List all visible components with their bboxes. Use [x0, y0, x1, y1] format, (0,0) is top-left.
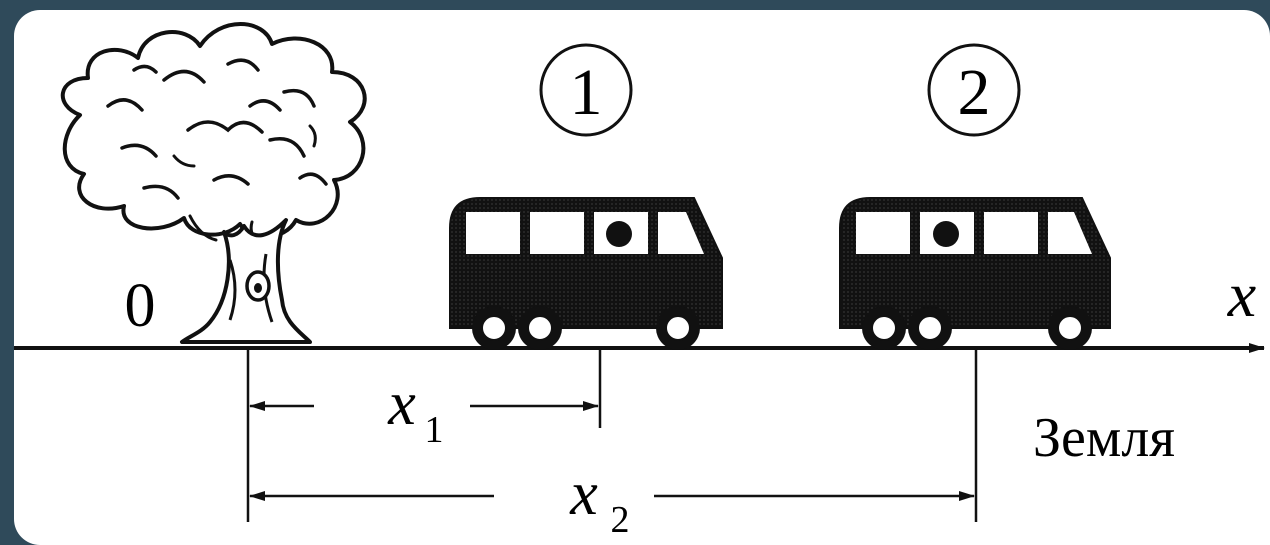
- distance-x1-label: x: [387, 370, 416, 438]
- distance-x2: x 2: [249, 460, 975, 541]
- diagram-frame: 1 2 0 x x 1 x 2 Земля: [14, 10, 1270, 545]
- distance-x1: x 1: [249, 370, 599, 451]
- diagram-canvas: 1 2 0 x x 1 x 2 Земля: [14, 22, 1265, 541]
- bus-1-number-circle: [539, 43, 633, 137]
- distance-x2-label: x: [569, 460, 598, 528]
- distance-x2-subscript: 2: [611, 499, 630, 541]
- bus-2-icon: [839, 197, 1111, 350]
- bus-2-number: 2: [958, 56, 991, 129]
- origin-label: 0: [125, 272, 156, 340]
- bus-2-number-circle: [927, 43, 1021, 137]
- axis-label: x: [1227, 259, 1256, 330]
- tree-icon: [60, 22, 367, 344]
- bus-1-number: 1: [570, 56, 603, 129]
- bus-1-icon: [449, 197, 723, 350]
- distance-x1-subscript: 1: [425, 409, 444, 451]
- ground-label: Земля: [1033, 407, 1175, 469]
